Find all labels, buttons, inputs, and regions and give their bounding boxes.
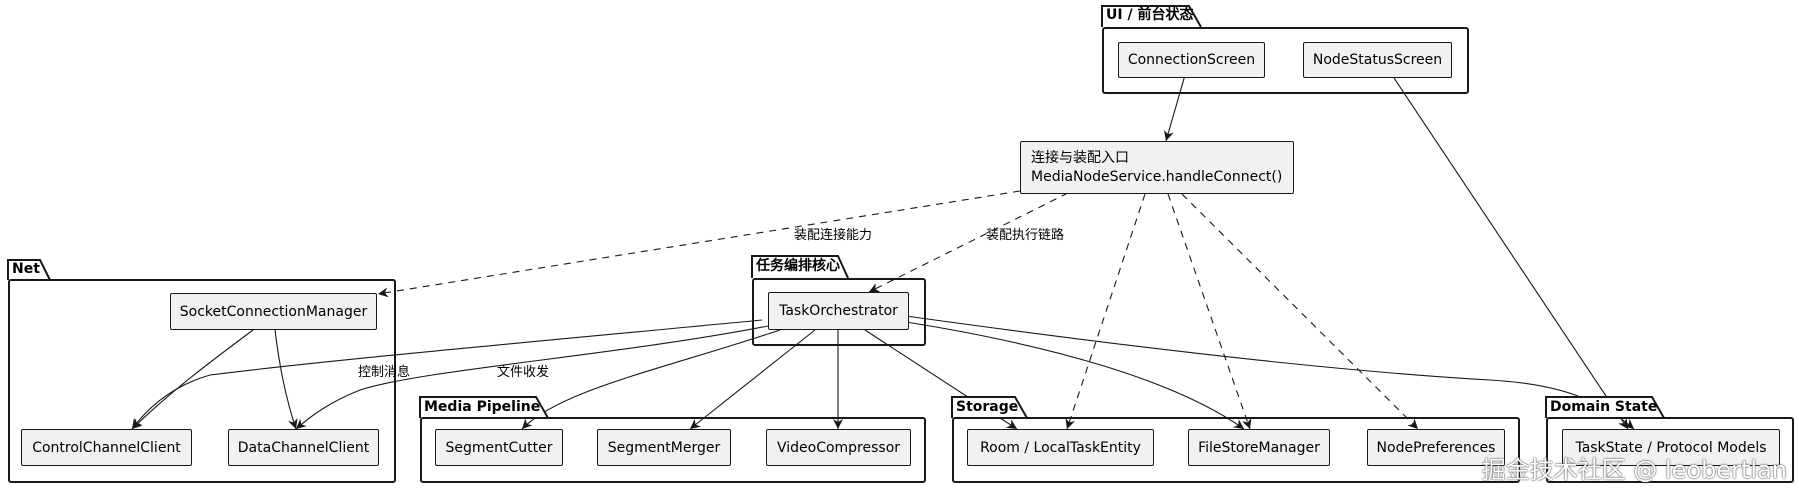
edge-orch-to-data <box>295 325 769 430</box>
segment-cutter-node[interactable]: SegmentCutter <box>435 429 563 466</box>
edge-connectionscreen-to-entry <box>1163 74 1186 142</box>
edge-orch-to-filestore <box>905 321 1245 430</box>
package-ui-frame <box>1102 27 1469 94</box>
edge-label-assemble-pipeline: 装配执行链路 <box>986 228 1065 243</box>
edge-entry-to-prefs <box>1181 193 1419 430</box>
task-state-protocol-models-node[interactable]: TaskState / Protocol Models <box>1562 429 1780 466</box>
edge-entry-to-orchestrator <box>868 192 1069 293</box>
watermark-text: 掘金技术社区 @ leobertlan <box>1481 456 1787 484</box>
package-ui-title: UI / 前台状态 <box>1106 7 1194 23</box>
socket-connection-manager-node[interactable]: SocketConnectionManager <box>170 293 377 330</box>
edge-socket-to-data <box>274 329 298 430</box>
connect-entry-node[interactable]: 连接与装配入口 MediaNodeService.handleConnect() <box>1020 141 1294 194</box>
edge-entry-to-socket <box>377 190 1021 298</box>
segment-merger-node[interactable]: SegmentMerger <box>597 429 731 466</box>
edge-label-file-transfer: 文件收发 <box>497 365 550 380</box>
edge-entry-to-filestore <box>1167 193 1252 430</box>
data-channel-client-node[interactable]: DataChannelClient <box>228 429 379 466</box>
package-media-title: Media Pipeline <box>424 399 541 415</box>
edge-label-control-message: 控制消息 <box>358 365 411 380</box>
edge-orch-to-control <box>131 319 763 430</box>
connection-screen-node[interactable]: ConnectionScreen <box>1118 42 1265 78</box>
video-compressor-node[interactable]: VideoCompressor <box>766 429 911 466</box>
control-channel-client-node[interactable]: ControlChannelClient <box>21 429 192 466</box>
node-preferences-node[interactable]: NodePreferences <box>1367 429 1505 466</box>
package-domain-title: Domain State <box>1550 399 1658 415</box>
package-task-core-frame <box>752 278 926 346</box>
room-local-task-entity-node[interactable]: Room / LocalTaskEntity <box>967 429 1154 466</box>
edge-orch-to-merger <box>689 329 816 430</box>
edge-label-assemble-connection: 装配连接能力 <box>794 228 873 243</box>
edge-entry-to-room <box>1065 193 1146 430</box>
edge-nodestatus-to-taskstate <box>1391 74 1629 430</box>
connect-entry-method: MediaNodeService.handleConnect() <box>1031 168 1283 185</box>
edge-socket-to-control <box>131 329 254 430</box>
package-net-title: Net <box>12 261 40 277</box>
file-store-manager-node[interactable]: FileStoreManager <box>1188 429 1330 466</box>
package-storage-frame <box>952 417 1520 483</box>
connect-entry-title: 连接与装配入口 <box>1031 149 1129 166</box>
node-status-screen-node[interactable]: NodeStatusScreen <box>1303 42 1452 78</box>
package-task-core-title: 任务编排核心 <box>756 258 840 274</box>
package-domain-frame <box>1546 417 1794 483</box>
package-net-frame <box>8 279 396 483</box>
task-orchestrator-node[interactable]: TaskOrchestrator <box>768 292 909 330</box>
package-storage-title: Storage <box>956 399 1019 415</box>
package-media-frame <box>420 417 926 483</box>
